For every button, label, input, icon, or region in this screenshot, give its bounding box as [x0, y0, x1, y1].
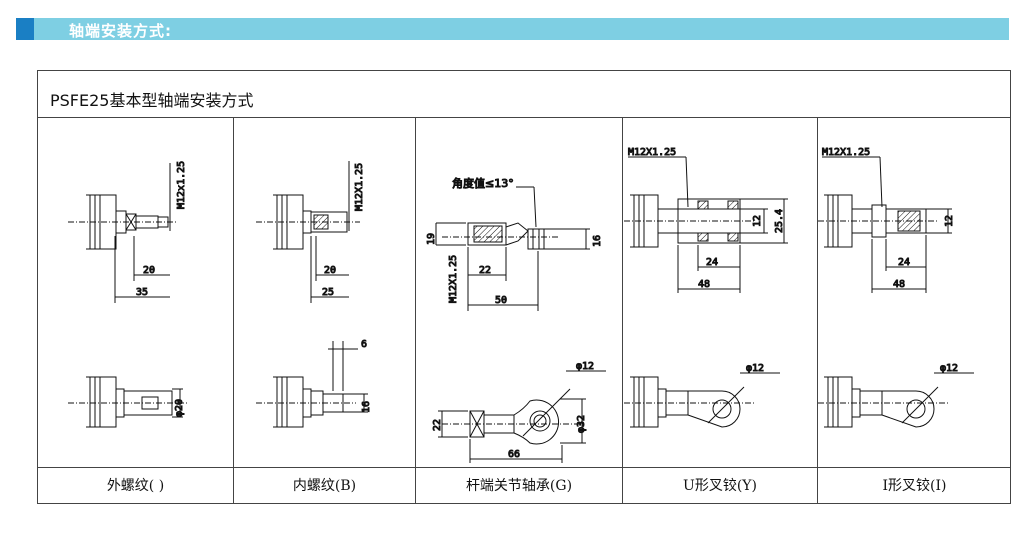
caption-i-clevis: I形叉铰(I) [882, 478, 947, 494]
rod-end-drawing-bottom [438, 370, 606, 463]
u-dim-25-4: 25.4 [774, 209, 785, 233]
external-thread-drawing-top [68, 163, 178, 303]
u-clevis-drawing-bottom [624, 372, 780, 428]
section-header-bar: 轴端安装方式: [16, 18, 1009, 40]
i-thread-label: M12X1.25 [822, 147, 870, 158]
rod-dim-19: 19 [426, 233, 437, 245]
u-clevis-drawing-top [624, 156, 788, 293]
drawings: 20 35 M12x1.25 φ20 20 25 [68, 147, 974, 463]
caption-rod-end-bearing: 杆端关节轴承(G) [465, 478, 573, 494]
u-dim-12: 12 [752, 215, 763, 227]
rod-thread-label: M12X1.25 [448, 255, 459, 303]
u-dia-12: φ12 [746, 363, 764, 374]
i-dia-12: φ12 [940, 363, 958, 374]
rod-angle-label: 角度值≤13° [452, 176, 514, 190]
rod-dim-50: 50 [495, 295, 507, 306]
rod-dia-32: φ32 [576, 415, 587, 433]
int-dim-20: 20 [324, 265, 336, 276]
section-title: 轴端安装方式: [69, 22, 172, 40]
int-dim-25: 25 [322, 287, 334, 298]
int-dim-6: 6 [361, 339, 367, 350]
int-dim-16: 16 [361, 401, 372, 413]
ext-dim-35: 35 [136, 287, 148, 298]
ext-thread-label: M12x1.25 [176, 161, 187, 209]
mounting-panel: PSFE25基本型轴端安装方式 外螺纹( ) 内螺纹(B) 杆端关节轴承(G) … [37, 70, 1011, 504]
panel-title: PSFE25基本型轴端安装方式 [50, 91, 254, 110]
divider-top [38, 117, 1010, 118]
rod-dim-66: 66 [508, 449, 520, 460]
u-thread-label: M12X1.25 [628, 147, 676, 158]
col-divider-4 [817, 117, 818, 503]
col-divider-3 [622, 117, 623, 503]
rod-end-drawing-top [435, 186, 590, 311]
divider-caption [38, 467, 1010, 468]
u-dim-24: 24 [706, 257, 718, 268]
caption-u-clevis: U形叉铰(Y) [683, 478, 757, 494]
internal-thread-drawing-bottom [256, 341, 368, 428]
u-dim-48: 48 [698, 279, 710, 290]
col-divider-1 [233, 117, 234, 503]
i-clevis-drawing-bottom [818, 372, 974, 428]
rod-dia-12: φ12 [576, 361, 594, 372]
i-clevis-drawing-top [818, 156, 952, 293]
caption-external-thread: 外螺纹( ) [106, 478, 165, 494]
ext-dim-20: 20 [143, 265, 155, 276]
i-dim-48: 48 [893, 279, 905, 290]
rod-dim-22: 22 [479, 265, 491, 276]
col-divider-2 [415, 117, 416, 503]
rod-dim-16: 16 [592, 235, 603, 247]
int-thread-label: M12X1.25 [354, 163, 365, 211]
internal-thread-drawing-top [256, 161, 360, 303]
ext-dia-20: φ20 [174, 399, 185, 417]
rod-dim-22-bottom: 22 [432, 419, 443, 431]
external-thread-drawing-bottom [68, 376, 188, 428]
section-marker [16, 18, 34, 40]
caption-internal-thread: 内螺纹(B) [292, 478, 357, 494]
i-dim-24: 24 [898, 257, 910, 268]
i-dim-12: 12 [944, 215, 955, 227]
